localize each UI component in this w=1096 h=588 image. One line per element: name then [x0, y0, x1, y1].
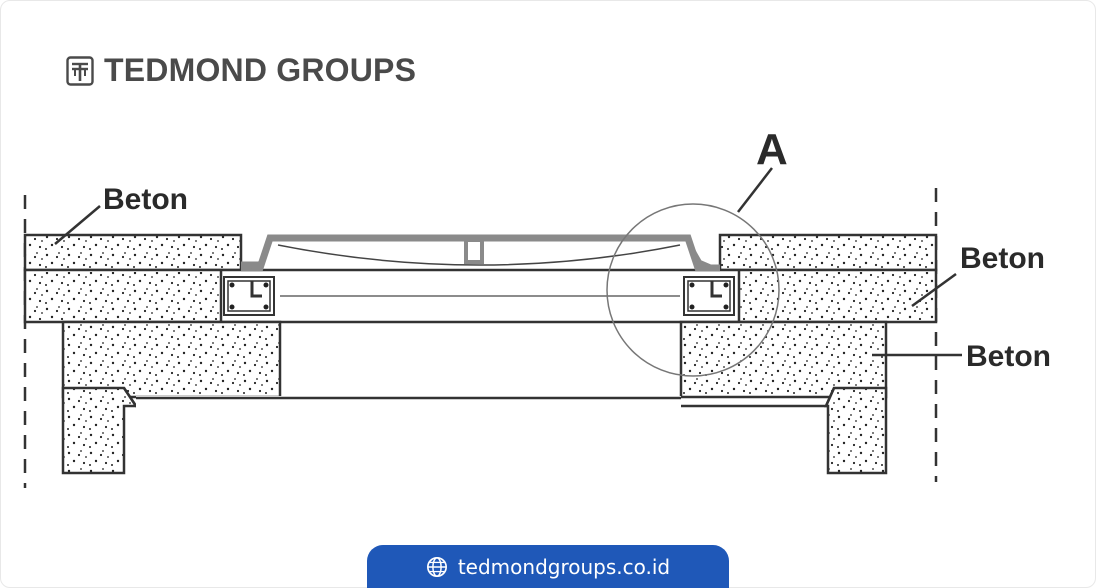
beton-label-right-lower: Beton [966, 340, 1051, 373]
tedmond-logo-icon [66, 55, 94, 86]
concrete-middle-right [739, 272, 934, 320]
concrete-top-left [23, 233, 243, 272]
cover-plate-curve [277, 244, 681, 266]
concrete-top-right [718, 233, 938, 272]
website-badge[interactable]: tedmondgroups.co.id [367, 545, 729, 588]
detail-leader-a [737, 167, 773, 213]
detail-label-a: A [756, 125, 788, 174]
beton-label-top-left: Beton [103, 183, 188, 216]
brand-title: TEDMOND GROUPS [104, 52, 417, 88]
cover-rib [464, 238, 484, 264]
beton-leader-top-left [54, 205, 101, 245]
beton-leader-right-upper [911, 272, 957, 308]
concrete-leg-left [61, 386, 139, 475]
concrete-beam-left [61, 320, 282, 399]
brand-header: TEDMOND GROUPS [66, 52, 416, 89]
globe-icon [426, 556, 447, 577]
detail-circle-a [606, 203, 780, 377]
concrete-beam-right [679, 320, 888, 399]
website-url[interactable]: tedmondgroups.co.id [457, 554, 671, 579]
manhole-cover-section-diagram: A Beton Beton Beton [23, 125, 1051, 488]
beton-label-right-upper: Beton [960, 242, 1045, 275]
rebar-box-left [223, 276, 275, 316]
concrete-middle-left [27, 272, 221, 320]
concrete-leg-right [824, 386, 888, 475]
rebar-box-right [683, 276, 735, 316]
